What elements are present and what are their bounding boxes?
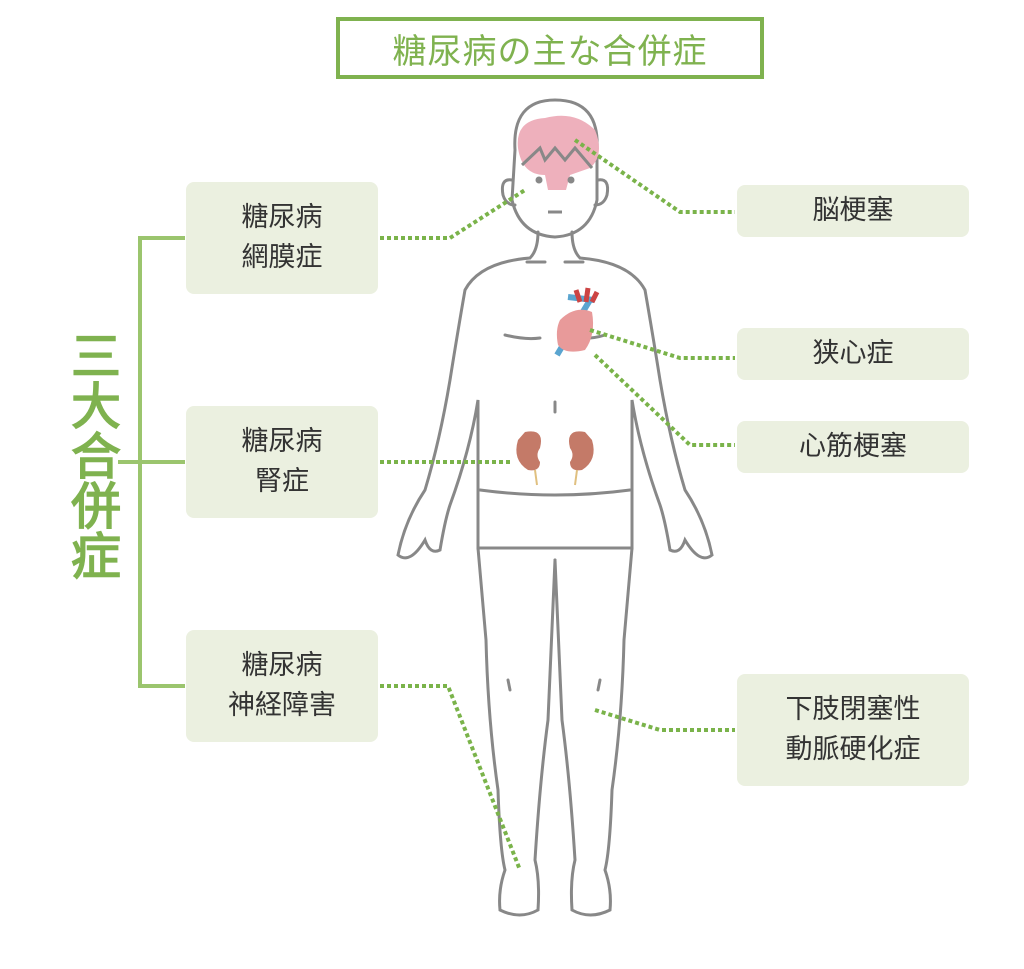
box-label: 狭心症: [812, 338, 894, 369]
box-label: 神経障害: [228, 690, 336, 721]
box-peripheral-arterial-disease: 下肢閉塞性動脈硬化症: [737, 674, 969, 786]
box-retinopathy: 糖尿病網膜症: [186, 182, 378, 294]
connector-lines: [380, 138, 735, 871]
heart-icon: [554, 287, 600, 357]
bracket: [118, 236, 185, 688]
box-angina: 狭心症: [737, 328, 969, 380]
box-label: 糖尿病: [241, 426, 323, 457]
box-label: 網膜症: [241, 242, 323, 273]
box-label: 糖尿病: [241, 650, 323, 681]
body-outline: [396, 98, 714, 917]
side-label: 三大合併症: [63, 330, 121, 580]
page-title: 糖尿病の主な合併症: [336, 17, 764, 79]
box-nephropathy: 糖尿病腎症: [186, 406, 378, 518]
hair: [520, 145, 594, 169]
box-label: 下肢閉塞性: [785, 694, 921, 725]
box-label: 糖尿病: [241, 202, 323, 233]
box-label: 動脈硬化症: [785, 734, 921, 765]
kidney-icon: [516, 431, 594, 486]
box-label: 脳梗塞: [812, 195, 894, 226]
box-neuropathy: 糖尿病神経障害: [186, 630, 378, 742]
box-cerebral-infarction: 脳梗塞: [737, 185, 969, 237]
box-label: 心筋梗塞: [799, 431, 907, 462]
box-myocardial-infarction: 心筋梗塞: [737, 421, 969, 473]
box-label: 腎症: [255, 466, 309, 497]
